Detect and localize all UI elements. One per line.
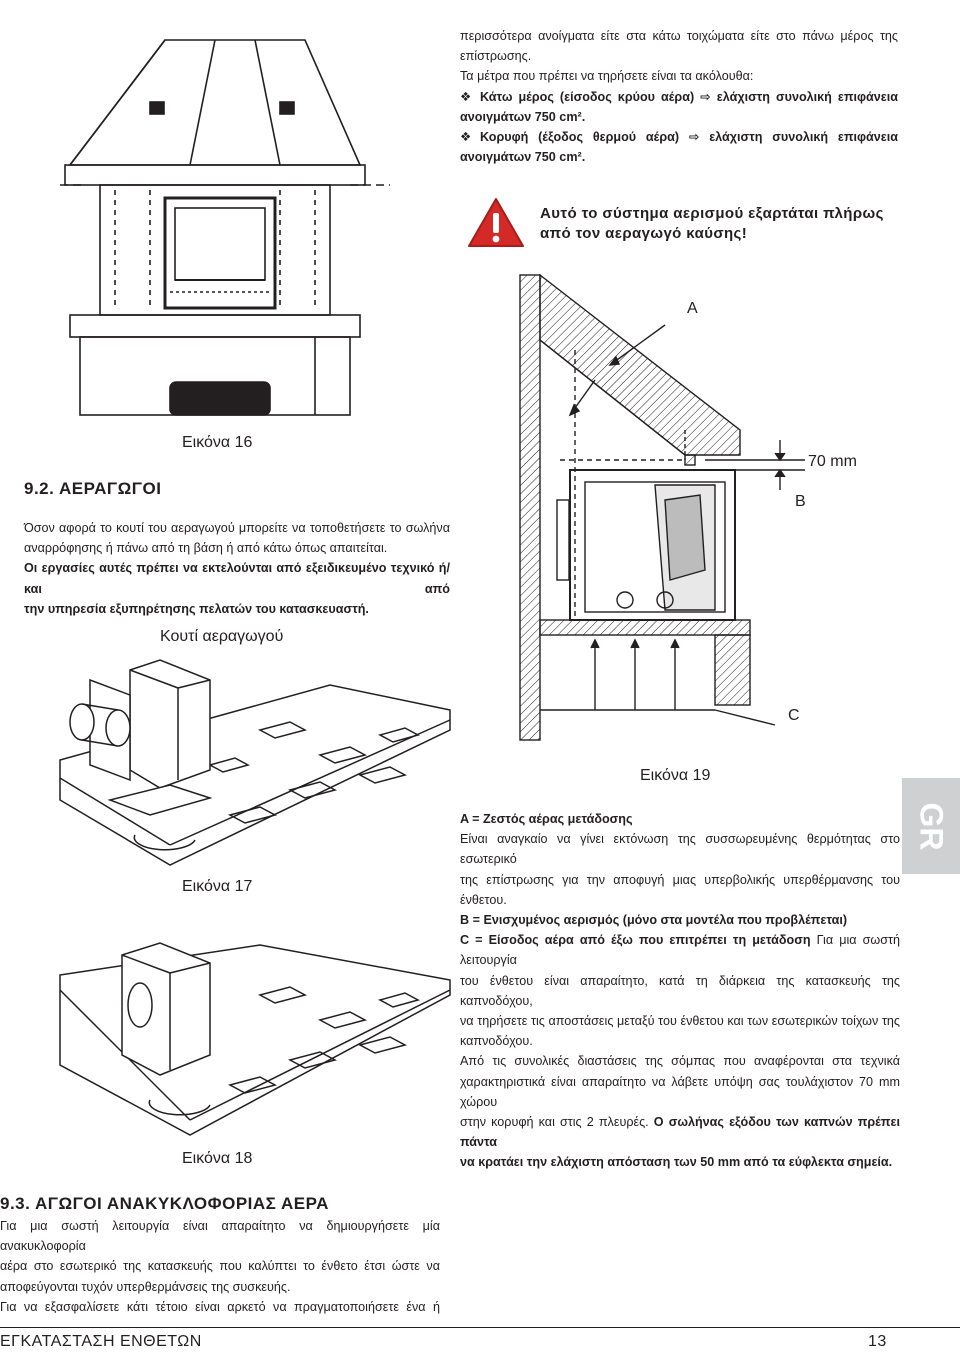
diamond-bullet-icon: ❖ xyxy=(460,89,472,104)
legend-line: της επίστρωσης για την αποφυγή μιας υπερ… xyxy=(460,872,900,907)
section-93-heading: 9.3. ΑΓΩΓΟΙ ΑΝΑΚΥΚΛΟΦΟΡΙΑΣ ΑΕΡΑ xyxy=(0,1194,329,1213)
figure-19-caption: Εικόνα 19 xyxy=(640,767,711,784)
section-92-heading: 9.2. ΑΕΡΑΓΩΓΟΙ xyxy=(24,479,162,498)
warning-line: από τον αεραγωγό καύσης! xyxy=(540,225,748,242)
figure-16-caption: Εικόνα 16 xyxy=(182,434,253,451)
intro-paragraph: περισσότερα ανοίγματα είτε στα κάτω τοιχ… xyxy=(460,26,898,167)
paragraph-line: Οι εργασίες αυτές πρέπει να εκτελούνται … xyxy=(24,561,450,596)
figure-17-duct-box xyxy=(59,659,451,870)
footer-rule xyxy=(0,1327,960,1328)
legend-c-title: C = Είσοδος αέρα από έξω που επιτρέπει τ… xyxy=(460,933,811,948)
bullet-text: ανοιγμάτων 750 cm². xyxy=(460,150,586,165)
legend-d-bold: Ο σωλήνας εξόδου των καπνών πρέπει πάντα xyxy=(460,1115,900,1150)
figure-19-label-a: A xyxy=(687,300,698,317)
paragraph-line: Για να εξασφαλίσετε κάτι τέτοιο είναι αρ… xyxy=(0,1299,440,1314)
paragraph-line: αναρρόφησης ή πάνω από τη βάση ή από κάτ… xyxy=(24,541,388,556)
legend-a-title: A = Ζεστός αέρας μετάδοσης xyxy=(460,812,633,826)
figure-18-duct-box xyxy=(59,935,451,1140)
page-number: 13 xyxy=(868,1333,887,1350)
measures-intro: Τα μέτρα που πρέπει να τηρήσετε είναι τα… xyxy=(460,69,754,84)
paragraph-line: την υπηρεσία εξυπηρέτησης πελατών του κα… xyxy=(24,601,369,616)
language-tab-label: GR xyxy=(913,802,950,850)
bullet-text: ανοιγμάτων 750 cm². xyxy=(460,109,586,124)
section-92-body: Όσον αφορά το κουτί του αεραγωγού μπορεί… xyxy=(24,518,450,619)
figure-19-label-c: C xyxy=(788,707,800,724)
intro-line: περισσότερα ανοίγματα είτε στα κάτω τοιχ… xyxy=(460,29,898,43)
section-93-body: Για μια σωστή λειτουργία είναι απαραίτητ… xyxy=(0,1216,440,1317)
legend-d-line3: στην κορυφή και στις 2 πλευρές. Ο σωλήνα… xyxy=(460,1112,900,1152)
legend-c-line: C = Είσοδος αέρα από έξω που επιτρέπει τ… xyxy=(460,930,900,970)
diamond-bullet-icon: ❖ xyxy=(460,130,472,145)
legend-line: Από τις συνολικές διαστάσεις της σόμπας … xyxy=(460,1054,900,1069)
footer-title: ΕΓΚΑΤΑΣΤΑΣΗ ΕΝΘΕΤΩΝ xyxy=(0,1333,202,1350)
box-label: Κουτί αεραγωγού xyxy=(160,628,284,645)
bullet-bottom: ❖ Κάτω μέρος (είσοδος κρύου αέρα) ⇨ ελάχ… xyxy=(460,87,898,107)
legend-line: καπνοδόχου. xyxy=(460,1034,533,1049)
figure-19-dimension: 70 mm xyxy=(808,453,857,470)
paragraph-line: αποφεύγονται τυχόν υπερθερμάνσεις της συ… xyxy=(0,1279,291,1294)
legend-line: χαρακτηριστικά είναι απαραίτητο να λάβετ… xyxy=(460,1074,900,1109)
legend-line: να τηρήσετε τις αποστάσεις μεταξύ του έν… xyxy=(460,1014,900,1029)
legend-d-normal: στην κορυφή και στις 2 πλευρές. xyxy=(460,1115,654,1130)
bullet-top: ❖ Κορυφή (έξοδος θερμού αέρα) ⇨ ελάχιστη… xyxy=(460,127,898,147)
warning-icon xyxy=(466,196,526,250)
legend-line: να κρατάει την ελάχιστη απόσταση των 50 … xyxy=(460,1155,893,1170)
legend-line: Είναι αναγκαίο να γίνει εκτόνωση της συσ… xyxy=(460,832,900,867)
figure-19-label-b: B xyxy=(795,493,806,510)
paragraph-line: Για μια σωστή λειτουργία είναι απαραίτητ… xyxy=(0,1219,440,1254)
figure-18-caption: Εικόνα 18 xyxy=(182,1150,253,1167)
figure-19-legend: A = Ζεστός αέρας μετάδοσης Είναι αναγκαί… xyxy=(460,809,900,1173)
legend-b-title: B = Ενισχυμένος αερισμός (μόνο στα μοντέ… xyxy=(460,913,848,928)
intro-line: επίστρωσης. xyxy=(460,49,532,64)
legend-c-rest: Για μια σωστή λειτουργία xyxy=(460,933,900,968)
figure-16-fireplace xyxy=(60,30,440,425)
bullet-text: Κάτω μέρος (είσοδος κρύου αέρα) ⇨ ελάχισ… xyxy=(480,89,898,104)
warning-message: Αυτό το σύστημα αερισμού εξαρτάται πλήρω… xyxy=(540,204,900,244)
figure-17-caption: Εικόνα 17 xyxy=(182,878,253,895)
language-tab: GR xyxy=(902,778,960,874)
warning-line: Αυτό το σύστημα αερισμού εξαρτάται πλήρω… xyxy=(540,205,884,222)
bullet-text: Κορυφή (έξοδος θερμού αέρα) ⇨ ελάχιστη σ… xyxy=(480,130,898,145)
figure-19-cross-section xyxy=(515,270,845,741)
paragraph-line: Όσον αφορά το κουτί του αεραγωγού μπορεί… xyxy=(24,521,450,535)
legend-line: του ένθετου είναι απαραίτητο, κατά τη δι… xyxy=(460,973,900,1008)
paragraph-line: αέρα στο εσωτερικό της κατασκευής που κα… xyxy=(0,1259,440,1274)
